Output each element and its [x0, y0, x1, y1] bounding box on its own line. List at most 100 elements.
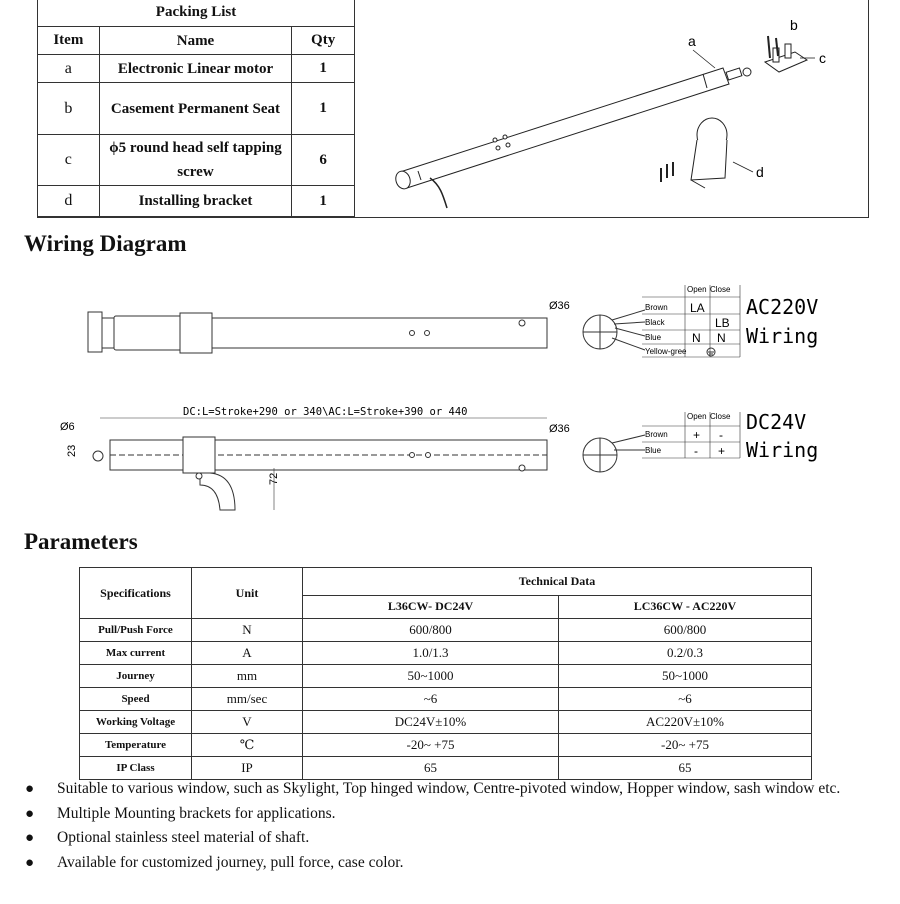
dc-col-open: Open [687, 412, 707, 421]
ac-cell-black-close: LB [715, 316, 730, 330]
unit-cell: IP [191, 756, 303, 780]
unit-cell: ℃ [191, 733, 303, 757]
table-row: c ϕ5 round head self tapping screw 6 [37, 134, 355, 186]
ground-icon [706, 347, 716, 357]
table-row: Working Voltage V DC24V±10% AC220V±10% [79, 710, 812, 734]
spec-cell: IP Class [79, 756, 192, 780]
table-row: Pull/Push Force N 600/800 600/800 [79, 618, 812, 642]
dc-label-line1: DC24V [746, 410, 806, 434]
unit-cell: mm [191, 664, 303, 688]
list-item-text: Multiple Mounting brackets for applicati… [57, 804, 336, 822]
table-row: a Electronic Linear motor 1 [37, 54, 355, 83]
table-row: b Casement Permanent Seat 1 [37, 82, 355, 135]
spec-cell: Pull/Push Force [79, 618, 192, 642]
label-d: d [756, 164, 764, 180]
bullet-icon: ● [25, 781, 35, 797]
unit-cell: N [191, 618, 303, 642]
ac-col-close: Close [710, 285, 731, 294]
dc-col-close: Close [710, 412, 731, 421]
item-cell: c [37, 134, 100, 186]
dc-cell-brown-open: + [693, 428, 700, 442]
header-specifications: Specifications [79, 567, 192, 619]
list-item-text: Suitable to various window, such as Skyl… [57, 780, 841, 797]
ac-wiring-table: Open Close Brown Black Blue Yellow-gree … [642, 285, 741, 358]
header-unit: Unit [191, 567, 303, 619]
casement-seat-drawing [763, 35, 809, 73]
ac-col-open: Open [687, 285, 707, 294]
header-dc-model: L36CW- DC24V [302, 594, 559, 620]
spec-cell: Journey [79, 664, 192, 688]
qty-cell: 6 [291, 134, 355, 186]
ac-value-cell: 65 [558, 756, 812, 780]
table-row: Max current A 1.0/1.3 0.2/0.3 [79, 641, 812, 665]
dc-value-cell: -20~ +75 [302, 733, 559, 757]
dc-wire-brown: Brown [645, 430, 668, 439]
header-ac-model: LC36CW - AC220V [558, 594, 812, 620]
dc-actuator-drawing [92, 436, 548, 511]
spec-cell: Speed [79, 687, 192, 711]
feature-list: ● Suitable to various window, such as Sk… [25, 777, 875, 875]
header-technical-data: Technical Data [302, 567, 812, 596]
dc-cell-blue-close: + [718, 444, 725, 458]
header-item: Item [37, 26, 100, 55]
table-row: Journey mm 50~1000 50~1000 [79, 664, 812, 688]
ac-wire-yellow-green: Yellow-gree [645, 347, 687, 356]
bullet-icon: ● [25, 830, 35, 846]
name-cell: Electronic Linear motor [98, 54, 293, 83]
dc-value-cell: 1.0/1.3 [302, 641, 559, 665]
qty-cell: 1 [291, 185, 355, 217]
list-item: ● Multiple Mounting brackets for applica… [25, 802, 875, 827]
ac-section-view [582, 309, 646, 351]
ac-value-cell: -20~ +75 [558, 733, 812, 757]
packing-list-table: Packing List Item Name Qty a Electronic … [37, 0, 355, 217]
dc-value-cell: 65 [302, 756, 559, 780]
qty-cell: 1 [291, 54, 355, 83]
ac-value-cell: 50~1000 [558, 664, 812, 688]
label-b: b [790, 17, 798, 33]
dc-wiring-table: Open Close Brown Blue + - - + [642, 412, 741, 459]
item-cell: d [37, 185, 100, 217]
name-cell: ϕ5 round head self tapping screw [98, 134, 293, 186]
spec-cell: Temperature [79, 733, 192, 757]
ac-value-cell: ~6 [558, 687, 812, 711]
list-item: ● Available for customized journey, pull… [25, 851, 875, 876]
unit-cell: V [191, 710, 303, 734]
unit-cell: A [191, 641, 303, 665]
dc-label-line2: Wiring [746, 438, 818, 462]
dc-value-cell: 600/800 [302, 618, 559, 642]
list-item-text: Optional stainless steel material of sha… [57, 829, 310, 846]
spec-cell: Working Voltage [79, 710, 192, 734]
unit-cell: mm/sec [191, 687, 303, 711]
list-item: ● Optional stainless steel material of s… [25, 826, 875, 851]
installing-bracket-drawing [660, 117, 728, 189]
item-cell: b [37, 82, 100, 135]
dc-value-cell: 50~1000 [302, 664, 559, 688]
length-note: DC:L=Stroke+290 or 340\AC:L=Stroke+390 o… [183, 406, 467, 418]
label-c: c [819, 50, 826, 66]
linear-motor-drawing [395, 67, 752, 190]
parts-drawing: a b c d [395, 17, 826, 209]
table-row: Temperature ℃ -20~ +75 -20~ +75 [79, 733, 812, 757]
item-cell: a [37, 54, 100, 83]
qty-cell: 1 [291, 82, 355, 135]
dc-diameter-label: Ø36 [549, 423, 570, 435]
ac-value-cell: 0.2/0.3 [558, 641, 812, 665]
dc-section-view [582, 434, 646, 473]
table-row: d Installing bracket 1 [37, 185, 355, 217]
motor-cable [429, 177, 448, 209]
label-a: a [688, 33, 696, 49]
bullet-icon: ● [25, 854, 35, 871]
name-cell: Installing bracket [98, 185, 293, 217]
bullet-icon: ● [25, 805, 35, 822]
ac-actuator-drawing [87, 311, 548, 354]
ac-value-cell: 600/800 [558, 618, 812, 642]
ac-wire-brown: Brown [645, 303, 668, 312]
ac-cell-blue-close: N [717, 331, 726, 345]
motor-holes [492, 134, 511, 151]
ac-label-line2: Wiring [746, 324, 818, 348]
dc-value-cell: ~6 [302, 687, 559, 711]
parameters-title: Parameters [24, 529, 138, 554]
parameters-table: Specifications Unit Technical Data L36CW… [79, 567, 812, 780]
dc-cell-blue-open: - [694, 444, 698, 458]
ac-label-line1: AC220V [746, 295, 818, 319]
